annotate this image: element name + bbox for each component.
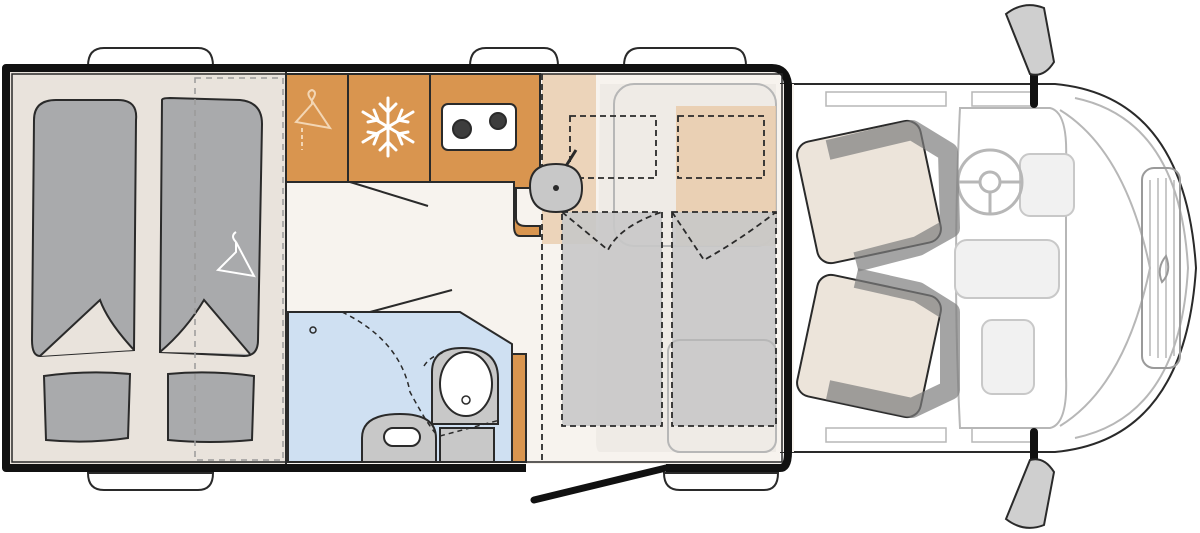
wardrobe-outline <box>194 77 284 461</box>
door-rail-bottom <box>825 427 947 443</box>
dropdown-bed-outline <box>541 74 777 462</box>
window-top-rear <box>86 47 215 67</box>
center-console-upper <box>954 239 1060 299</box>
dining-area <box>528 74 777 462</box>
bed-right-fold <box>159 298 251 355</box>
mirror-right <box>1004 458 1056 529</box>
bathroom <box>287 289 527 463</box>
cab-seats <box>796 119 960 419</box>
outer-walls <box>2 64 792 472</box>
bathroom-cabinet <box>511 353 527 463</box>
clothes-hanger-icon <box>294 88 333 150</box>
bonnet-line <box>1074 97 1190 439</box>
wardrobe-cabinet <box>285 73 349 183</box>
pillow-left <box>42 371 132 443</box>
grille <box>1141 167 1181 369</box>
driver-seat <box>796 119 960 272</box>
mirror-left <box>1004 4 1056 76</box>
burner-left <box>452 119 472 139</box>
grille-slats <box>1149 178 1175 358</box>
clothes-hanger-icon <box>215 231 256 278</box>
window-top-front <box>622 47 748 67</box>
burner-right <box>489 112 507 130</box>
dining-table-right <box>672 212 776 426</box>
side-mirrors <box>1004 4 1056 529</box>
center-console-lower <box>981 319 1035 395</box>
kitchen <box>285 73 541 237</box>
lower-bench <box>667 339 777 453</box>
bed-left-fold <box>39 298 135 357</box>
bed-left <box>30 99 138 358</box>
window-top-middle <box>468 47 560 67</box>
door-rail-top <box>825 91 947 107</box>
pillow-right <box>167 371 256 443</box>
snowflake-icon <box>361 96 415 158</box>
window-ledges <box>86 47 780 491</box>
wall-inner-lines <box>11 73 783 463</box>
gear-panel <box>1019 153 1075 217</box>
window-bottom-rear <box>86 472 215 491</box>
brand-logo-icon <box>1158 254 1170 284</box>
rear-bedroom <box>10 72 286 464</box>
window-bottom-front <box>662 472 780 491</box>
passenger-seat <box>796 268 960 419</box>
bed-right <box>158 96 264 358</box>
dining-table-left <box>562 212 662 426</box>
entrance-door[interactable] <box>530 464 670 504</box>
